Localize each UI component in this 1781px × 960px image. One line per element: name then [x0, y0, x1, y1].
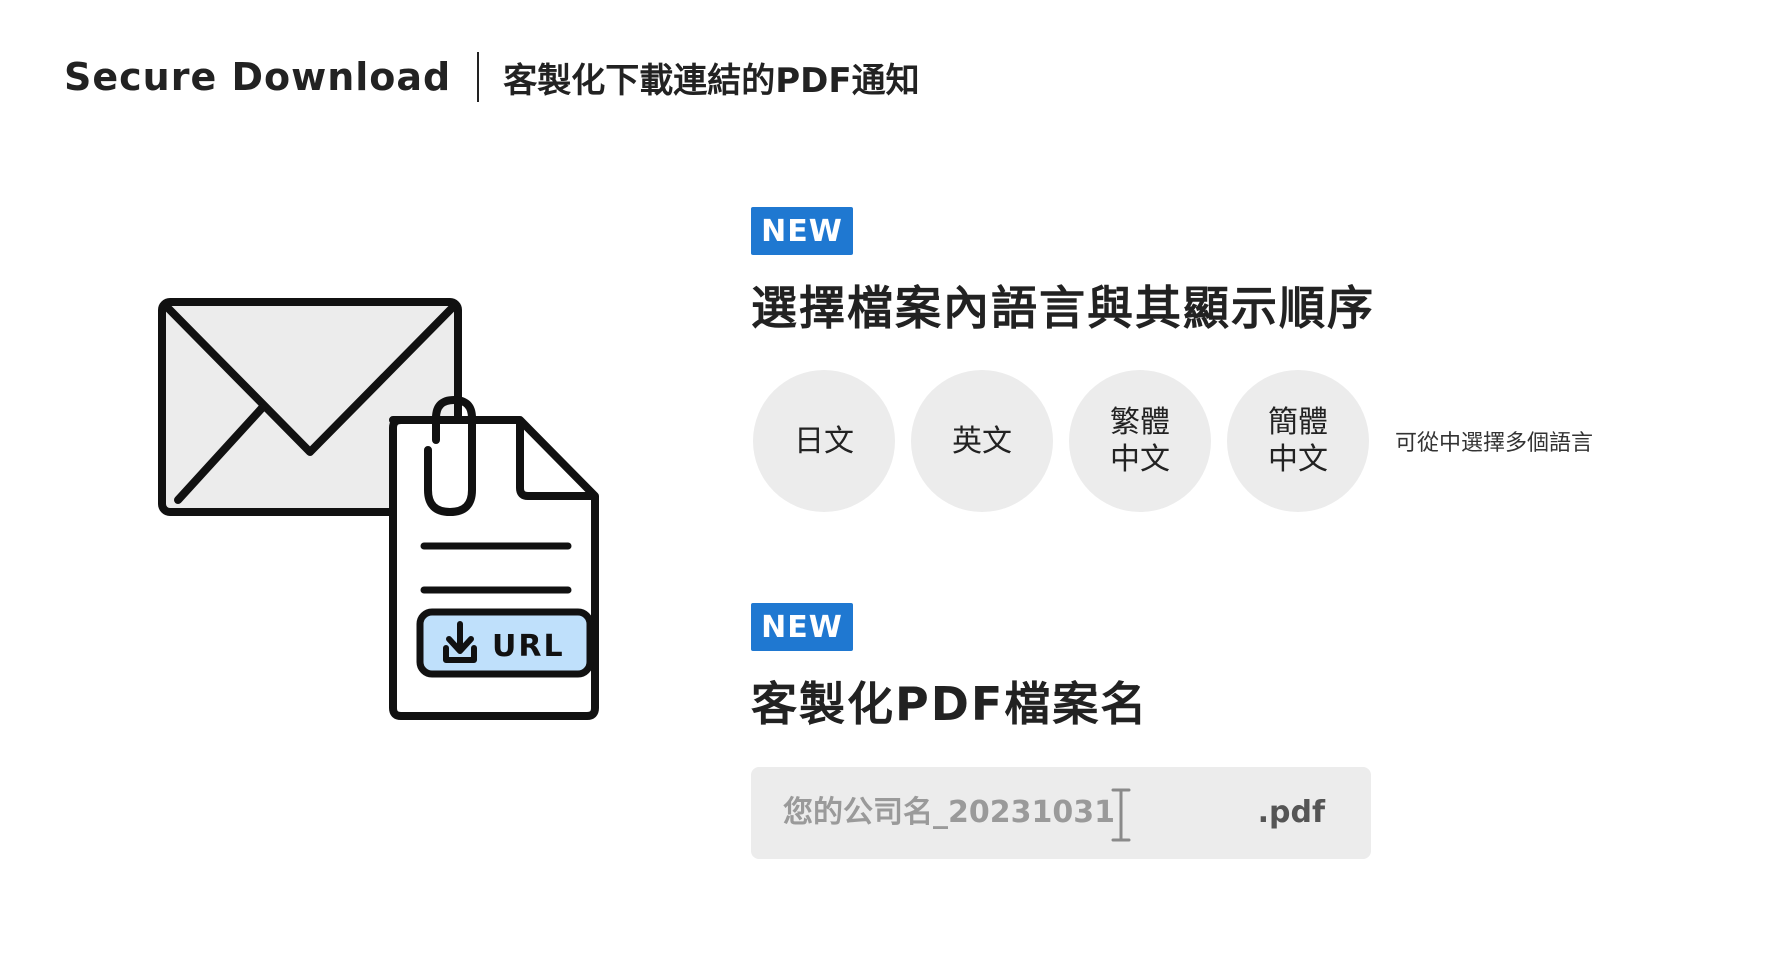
illustration-svg: URL — [158, 298, 599, 720]
language-section-title: 選擇檔案內語言與其顯示順序 — [751, 281, 1375, 335]
header-divider — [477, 52, 480, 102]
new-badge-language: NEW — [751, 207, 853, 255]
url-label: URL — [492, 629, 565, 664]
language-options: 日文 英文 繁體 中文 簡體 中文 可從中選擇多個語言 — [753, 370, 1593, 512]
brand-title: Secure Download — [64, 55, 452, 99]
envelope-icon — [158, 298, 462, 516]
language-option-japanese[interactable]: 日文 — [753, 370, 895, 512]
paperclip-icon — [424, 395, 476, 517]
filename-input[interactable]: 您的公司名_20231031 .pdf — [751, 767, 1371, 859]
filename-extension: .pdf — [1257, 795, 1325, 830]
filename-value: 您的公司名_20231031 — [783, 795, 1115, 830]
page-subtitle: 客製化下載連結的PDF通知 — [503, 60, 920, 101]
language-hint: 可從中選擇多個語言 — [1395, 431, 1594, 456]
text-cursor-icon — [1111, 788, 1131, 842]
download-icon — [443, 621, 477, 663]
language-option-traditional-chinese[interactable]: 繁體 中文 — [1069, 370, 1211, 512]
url-button: URL — [416, 608, 594, 678]
language-option-simplified-chinese[interactable]: 簡體 中文 — [1227, 370, 1369, 512]
new-badge-filename: NEW — [751, 603, 853, 651]
filename-section-title: 客製化PDF檔案名 — [751, 677, 1149, 731]
illustration: URL — [150, 290, 640, 760]
language-option-english[interactable]: 英文 — [911, 370, 1053, 512]
header: Secure Download 客製化下載連結的PDF通知 — [64, 52, 920, 102]
